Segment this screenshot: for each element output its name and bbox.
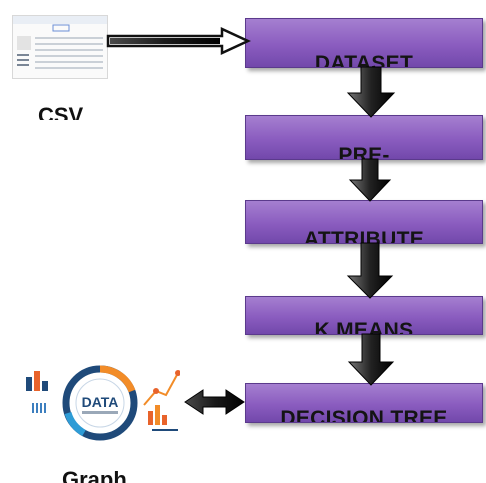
kmeans-label: K MEANS xyxy=(314,319,414,335)
graph-label: Graph xyxy=(62,467,127,483)
dataset-label: DATASET xyxy=(314,52,414,68)
decision-tree-label: DECISION TREE xyxy=(280,407,448,423)
preprocessing-label: PRE- xyxy=(338,144,390,160)
preprocessing-box: PRE- xyxy=(245,115,483,160)
csv-thumbnail xyxy=(12,15,108,79)
bar-chart-icon xyxy=(26,377,32,391)
attribute-label: ATTRIBUTE xyxy=(303,228,425,244)
trend-icon xyxy=(143,370,181,431)
attribute-box: ATTRIBUTE xyxy=(245,200,483,244)
graph-image-text: DATA xyxy=(82,394,119,410)
spreadsheet-icon xyxy=(13,16,107,69)
decision-tree-box: DECISION TREE xyxy=(245,383,483,423)
people-icon xyxy=(32,403,46,413)
kmeans-box: K MEANS xyxy=(245,296,483,335)
csv-label: CSV xyxy=(38,103,84,120)
graph-image: DATA xyxy=(12,355,181,455)
